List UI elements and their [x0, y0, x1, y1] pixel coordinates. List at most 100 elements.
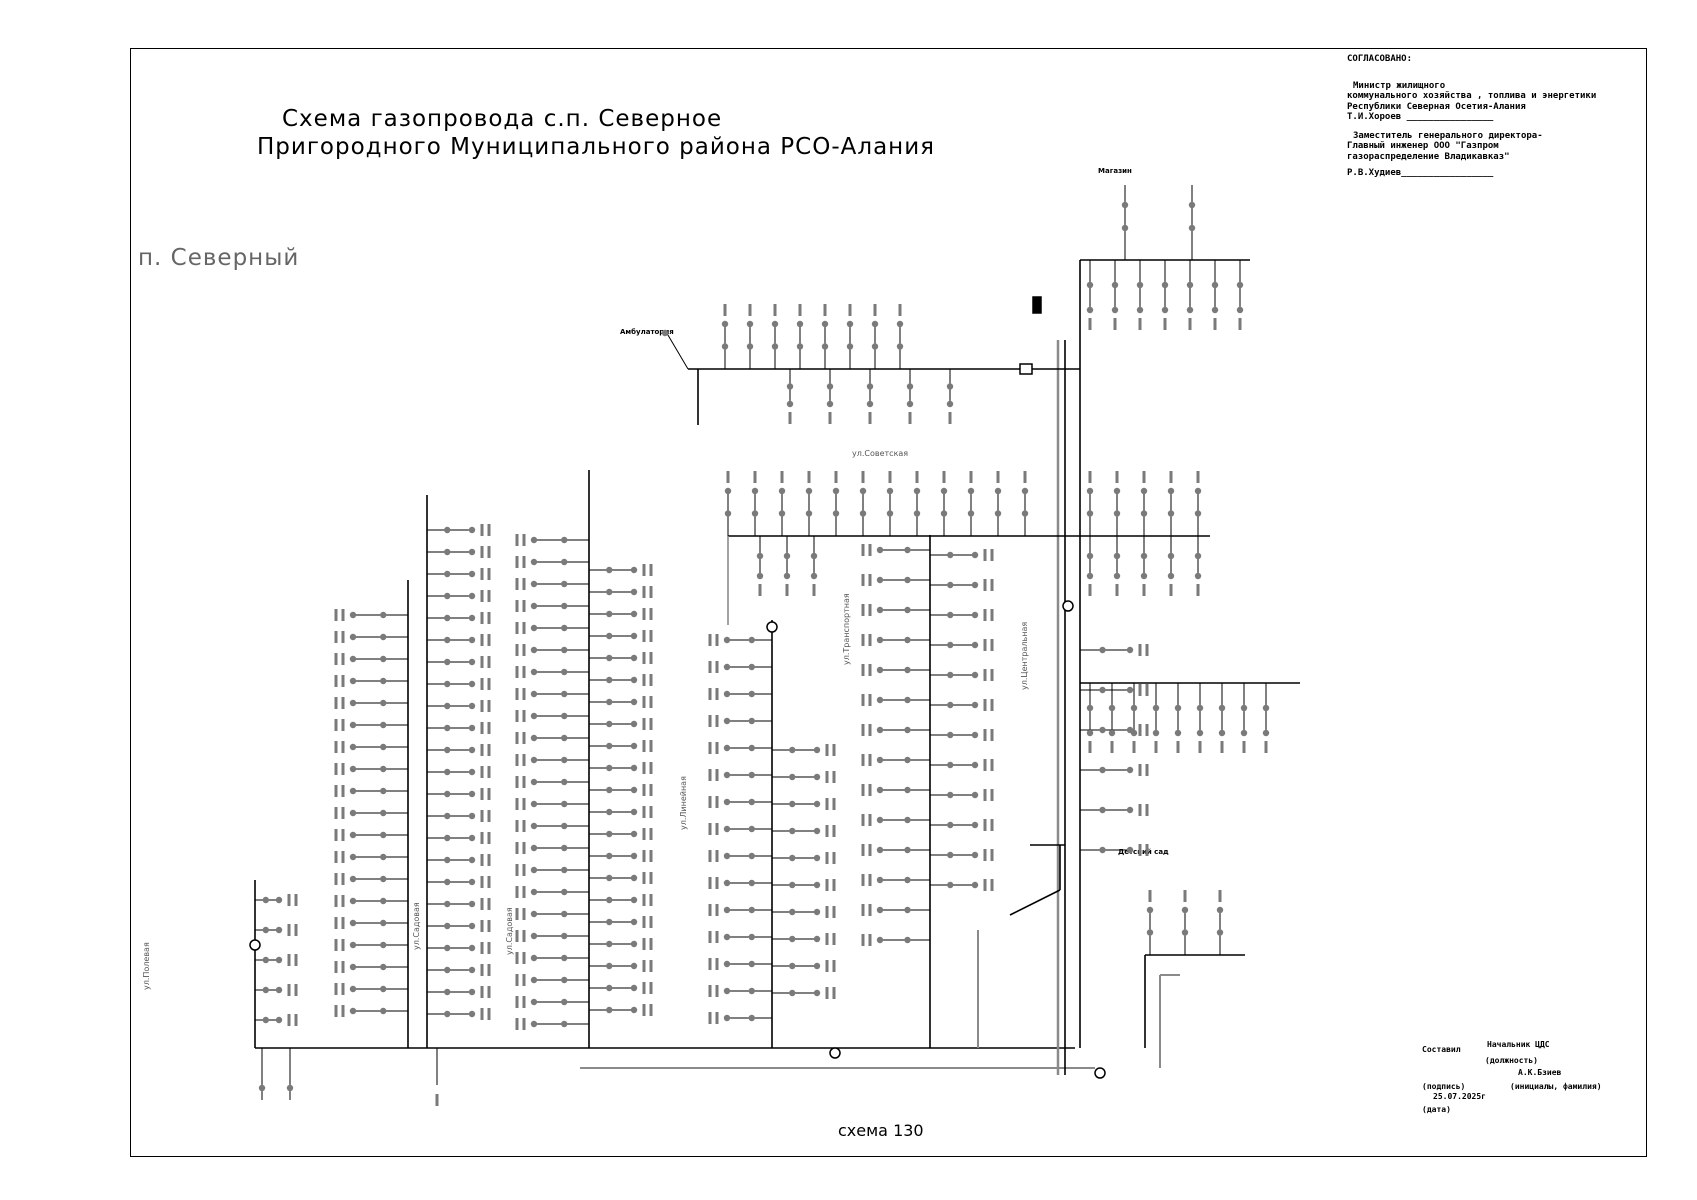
address-label-mark — [908, 412, 912, 424]
valve-marker — [1062, 600, 1074, 612]
address-label-mark — [487, 678, 491, 690]
address-label-mark — [825, 879, 829, 891]
address-label-mark — [522, 864, 526, 876]
consumer-node — [530, 646, 538, 654]
consumer-node — [821, 343, 829, 350]
consumer-node — [606, 610, 613, 618]
address-label-mark — [515, 952, 519, 964]
address-label-mark — [832, 879, 836, 891]
address-label-mark — [753, 471, 757, 483]
consumer-node — [748, 906, 755, 914]
consumer-node — [1099, 806, 1106, 814]
consumer-node — [349, 611, 357, 619]
consumer-node — [630, 962, 638, 970]
consumer-node — [723, 798, 731, 806]
consumer-node — [561, 866, 568, 874]
consumer-node — [530, 690, 538, 698]
address-label-mark — [341, 851, 345, 863]
address-label-mark — [649, 762, 653, 774]
address-label-mark — [1145, 684, 1149, 696]
address-label-mark — [341, 785, 345, 797]
consumer-node — [724, 510, 732, 517]
address-label-mark — [522, 798, 526, 810]
consumer-node — [630, 940, 638, 948]
address-label-mark — [1138, 844, 1142, 856]
address-label-mark — [480, 612, 484, 624]
address-label-mark — [435, 1094, 439, 1106]
consumer-node — [1140, 487, 1148, 495]
address-label-mark — [868, 634, 872, 646]
consumer-node — [971, 701, 979, 709]
consumer-node — [561, 844, 568, 852]
address-label-mark — [832, 852, 836, 864]
name-caption: (инициалы, фамилия) — [1510, 1082, 1602, 1091]
consumer-node — [349, 765, 357, 773]
address-label-mark — [522, 732, 526, 744]
consumer-node — [630, 852, 638, 860]
address-label-mark — [649, 674, 653, 686]
consumer-node — [561, 536, 568, 544]
address-label-mark — [642, 674, 646, 686]
consumer-node — [876, 576, 884, 584]
consumer-node — [606, 566, 613, 574]
address-label-mark — [861, 574, 865, 586]
consumer-node — [789, 989, 796, 997]
consumer-node — [468, 834, 476, 842]
consumer-node — [904, 636, 911, 644]
consumer-node — [971, 851, 979, 859]
consumer-node — [561, 624, 568, 632]
address-label-mark — [487, 854, 491, 866]
address-label-mark — [341, 697, 345, 709]
address-label-mark — [341, 939, 345, 951]
consumer-node — [748, 663, 755, 671]
address-label-mark — [334, 829, 338, 841]
consumer-node — [789, 746, 796, 754]
consumer-node — [771, 343, 779, 350]
consumer-node — [1188, 201, 1196, 209]
consumer-node — [1113, 510, 1121, 517]
address-label-mark — [748, 304, 752, 316]
address-label-mark — [1138, 684, 1142, 696]
address-label-mark — [341, 895, 345, 907]
address-label-mark — [969, 471, 973, 483]
address-label-mark — [649, 894, 653, 906]
consumer-node — [630, 830, 638, 838]
consumer-node — [349, 787, 357, 795]
address-label-mark — [487, 722, 491, 734]
consumer-node — [832, 487, 840, 495]
address-label-mark — [649, 806, 653, 818]
address-label-mark — [990, 579, 994, 591]
address-label-mark — [708, 1012, 712, 1024]
address-label-mark — [522, 820, 526, 832]
address-label-mark — [868, 694, 872, 706]
consumer-node — [444, 790, 451, 798]
consumer-node — [786, 400, 794, 408]
address-label-mark — [334, 697, 338, 709]
approval-line-8: Р.В.Худиев_________________ — [1347, 168, 1494, 178]
consumer-node — [444, 724, 451, 732]
consumer-node — [530, 954, 538, 962]
address-label-mark — [1138, 318, 1142, 330]
consumer-node — [748, 933, 755, 941]
address-label-mark — [1023, 471, 1027, 483]
address-label-mark — [861, 844, 865, 856]
address-label-mark — [522, 600, 526, 612]
address-label-mark — [649, 586, 653, 598]
address-label-mark — [868, 844, 872, 856]
consumer-node — [561, 932, 568, 940]
consumer-node — [947, 551, 954, 559]
consumer-node — [530, 932, 538, 940]
consumer-node — [967, 510, 975, 517]
title-line-1: Схема газопровода с.п. Северное — [282, 106, 723, 132]
consumer-node — [630, 566, 638, 574]
consumer-node — [468, 900, 476, 908]
consumer-node — [606, 962, 613, 970]
address-label-mark — [1115, 471, 1119, 483]
consumer-node — [723, 744, 731, 752]
address-label-mark — [480, 634, 484, 646]
consumer-node — [947, 671, 954, 679]
address-label-mark — [1138, 764, 1142, 776]
address-label-mark — [873, 304, 877, 316]
consumer-node — [1086, 552, 1094, 560]
address-label-mark — [649, 718, 653, 730]
